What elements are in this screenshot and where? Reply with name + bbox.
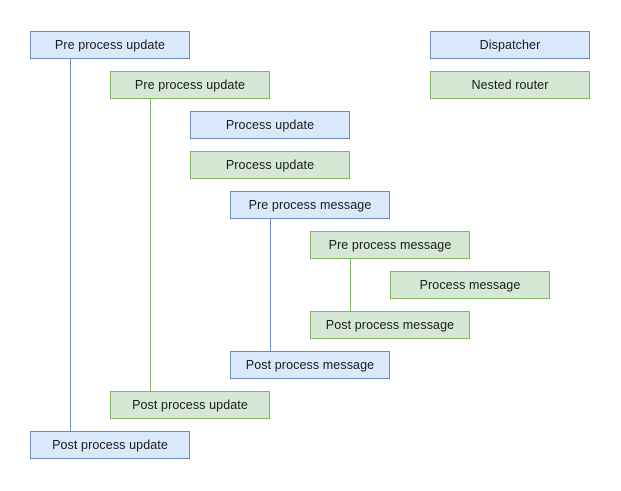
process-node[interactable]: Process message bbox=[390, 271, 550, 299]
process-node[interactable]: Post process update bbox=[110, 391, 270, 419]
connector-line bbox=[150, 99, 151, 391]
process-node[interactable]: Process update bbox=[190, 111, 350, 139]
process-node[interactable]: Pre process update bbox=[110, 71, 270, 99]
process-node-label: Post process message bbox=[325, 317, 455, 332]
process-node[interactable]: Pre process message bbox=[310, 231, 470, 259]
process-node-label: Pre process message bbox=[248, 197, 372, 212]
process-node-label: Post process update bbox=[132, 397, 248, 412]
process-node-label: Pre process message bbox=[328, 237, 452, 252]
legend-item-nested[interactable]: Nested router bbox=[430, 71, 590, 99]
process-node[interactable]: Process update bbox=[190, 151, 350, 179]
connector-line bbox=[270, 219, 271, 351]
process-node-label: Process message bbox=[419, 277, 521, 292]
process-node-label: Post process update bbox=[52, 437, 168, 452]
process-node[interactable]: Pre process message bbox=[230, 191, 390, 219]
process-node-label: Pre process update bbox=[134, 77, 246, 92]
process-node-label: Process update bbox=[225, 117, 315, 132]
legend-item-label: Nested router bbox=[471, 77, 549, 92]
process-node-label: Process update bbox=[225, 157, 315, 172]
legend-item-dispatcher[interactable]: Dispatcher bbox=[430, 31, 590, 59]
process-node[interactable]: Post process update bbox=[30, 431, 190, 459]
process-node[interactable]: Post process message bbox=[310, 311, 470, 339]
legend-item-label: Dispatcher bbox=[479, 37, 541, 52]
process-node[interactable]: Pre process update bbox=[30, 31, 190, 59]
connector-line bbox=[350, 259, 351, 311]
process-node[interactable]: Post process message bbox=[230, 351, 390, 379]
connector-line bbox=[70, 59, 71, 431]
process-node-label: Pre process update bbox=[54, 37, 166, 52]
process-node-label: Post process message bbox=[245, 357, 375, 372]
